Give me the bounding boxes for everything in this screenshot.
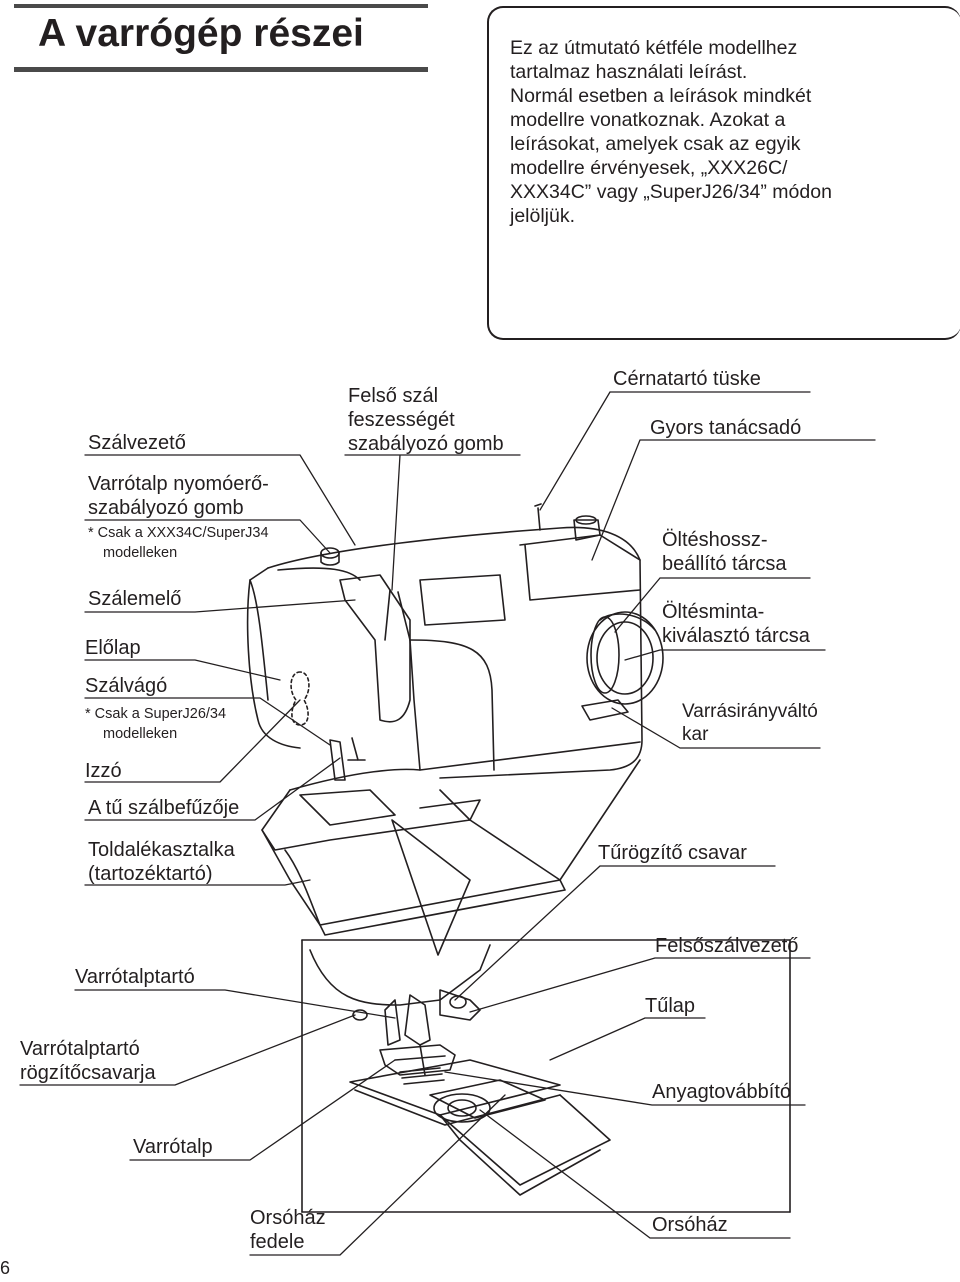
detail-illustration — [301, 939, 791, 1213]
label-elolap: Előlap — [85, 637, 141, 659]
note-line: tartalmaz használati leírást. — [510, 61, 748, 83]
label-felsoszalvezeto: Felsőszálvezető — [655, 935, 799, 957]
label-gyors: Gyors tanácsadó — [650, 417, 802, 439]
label-turogzito: Tűrögzítő csavar — [598, 842, 747, 864]
label-nyomoero-1: Varrótalp nyomóerő- — [88, 473, 269, 495]
label-nyomoero-note-1: * Csak a XXX34C/SuperJ34 — [88, 525, 269, 541]
label-rogzito-2: rögzítőcsavarja — [20, 1062, 156, 1084]
zoom-lines — [391, 819, 471, 956]
note-line: XXX34C” vagy „SuperJ26/34” módon — [510, 181, 832, 203]
label-varrasirany-2: kar — [682, 724, 709, 745]
label-tu-szalbefuzo: A tű szálbefűzője — [88, 797, 240, 819]
label-orsohaz: Orsóház — [652, 1214, 728, 1236]
label-varrotalptarto: Varrótalptartó — [75, 966, 195, 988]
label-rogzito-1: Varrótalptartó — [20, 1038, 140, 1060]
label-szalvezeto: Szálvezető — [88, 432, 186, 454]
label-oltesminta-1: Öltésminta- — [662, 601, 765, 623]
label-olteshossz-2: beállító tárcsa — [662, 553, 787, 575]
label-olteshossz-1: Öltéshossz- — [662, 529, 768, 551]
machine-body-outline — [246, 503, 664, 936]
label-tulap: Tűlap — [645, 995, 696, 1017]
note-box — [487, 6, 960, 340]
label-nyomoero-note-2: modelleken — [103, 545, 178, 561]
page-title: A varrógép részei — [38, 12, 364, 55]
title-bottom-rule — [14, 67, 428, 72]
label-felso-szal-2: feszességét — [348, 409, 455, 431]
label-orsohaz-fedele-2: fedele — [250, 1231, 305, 1253]
label-varrasirany-1: Varrásirányváltó — [682, 701, 818, 722]
label-szalvago: Szálvágó — [85, 675, 168, 697]
label-felso-szal-1: Felső szál — [348, 385, 439, 407]
title-top-rule — [14, 4, 428, 8]
label-felso-szal-3: szabályozó gomb — [348, 433, 504, 455]
leader-lines — [19, 391, 876, 1256]
label-szalemelo: Szálemelő — [88, 588, 182, 610]
label-szalvago-note-1: * Csak a SuperJ26/34 — [85, 706, 227, 722]
label-anyagtovabbito: Anyagtovábbító — [652, 1081, 791, 1103]
label-oltesminta-2: kiválasztó tárcsa — [662, 625, 810, 647]
label-orsohaz-fedele-1: Orsóház — [250, 1207, 326, 1229]
note-line: jelöljük. — [510, 205, 576, 227]
label-szalvago-note-2: modelleken — [103, 726, 178, 742]
label-nyomoero-2: szabályozó gomb — [88, 497, 244, 519]
label-toldalek-1: Toldalékasztalka — [88, 839, 235, 861]
note-text: Ez az útmutató kétféle modellhez tartalm… — [510, 36, 910, 228]
note-line: Normál esetben a leírások mindkét — [510, 85, 812, 107]
note-line: Ez az útmutató kétféle modellhez — [510, 37, 798, 59]
label-toldalek-2: (tartozéktartó) — [88, 863, 213, 885]
note-line: leírásokat, amelyek csak az egyik — [510, 133, 801, 155]
label-izzo: Izzó — [85, 760, 122, 782]
note-line: modellre érvényesek, „XXX26C/ — [510, 157, 788, 179]
label-cernatarto: Cérnatartó tüske — [613, 368, 761, 390]
note-line: modellre vonatkoznak. Azokat a — [510, 109, 786, 131]
label-varrotalp: Varrótalp — [133, 1136, 213, 1158]
page-number: 6 — [0, 1258, 11, 1278]
